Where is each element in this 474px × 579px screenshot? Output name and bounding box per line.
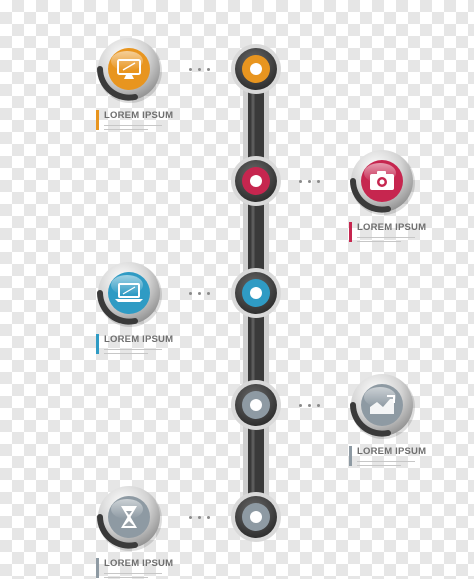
- connector-dot: [299, 404, 302, 407]
- dotted-connector: [189, 68, 216, 74]
- label-placeholder-lines: [104, 125, 162, 131]
- icon-badge: [350, 374, 415, 439]
- dotted-connector: [189, 516, 216, 522]
- label-text: LOREM IPSUM: [357, 222, 427, 233]
- item-label: LOREM IPSUM: [96, 558, 174, 579]
- monitor-icon: [117, 59, 141, 79]
- hourglass-icon: [121, 506, 137, 528]
- chart-icon: [370, 395, 395, 414]
- badge-shadow-arc: [350, 178, 391, 213]
- badge-shadow-arc: [97, 514, 138, 549]
- connector-dot: [207, 292, 210, 295]
- connector-dot: [198, 292, 201, 295]
- label-text: LOREM IPSUM: [104, 334, 174, 345]
- camera-icon: [370, 171, 394, 190]
- node-center-dot: [250, 399, 262, 411]
- connector-dot: [207, 516, 210, 519]
- connector-dot: [317, 404, 320, 407]
- timeline-node: [231, 492, 281, 542]
- icon-badge: [97, 486, 162, 551]
- dotted-connector: [189, 292, 216, 298]
- node-center-dot: [250, 175, 262, 187]
- connector-dot: [317, 180, 320, 183]
- connector-dot: [189, 292, 192, 295]
- timeline-node: [231, 156, 281, 206]
- connector-dot: [299, 180, 302, 183]
- connector-dot: [207, 68, 210, 71]
- item-label: LOREM IPSUM: [96, 110, 174, 131]
- item-label: LOREM IPSUM: [349, 446, 427, 467]
- label-placeholder-lines: [104, 573, 162, 579]
- label-accent-bar: [96, 110, 99, 130]
- connector-dot: [308, 404, 311, 407]
- label-placeholder-lines: [357, 237, 415, 243]
- item-label: LOREM IPSUM: [349, 222, 427, 243]
- badge-shadow-arc: [97, 66, 138, 101]
- icon-badge: [350, 150, 415, 215]
- label-placeholder-lines: [357, 461, 415, 467]
- connector-dot: [198, 68, 201, 71]
- label-text: LOREM IPSUM: [104, 558, 174, 569]
- dotted-connector: [299, 180, 326, 186]
- icon-badge: [97, 38, 162, 103]
- badge-shadow-arc: [350, 402, 391, 437]
- connector-dot: [189, 68, 192, 71]
- connector-dot: [198, 516, 201, 519]
- label-accent-bar: [96, 558, 99, 578]
- timeline-node: [231, 268, 281, 318]
- label-text: LOREM IPSUM: [357, 446, 427, 457]
- label-text: LOREM IPSUM: [104, 110, 174, 121]
- timeline-node: [231, 380, 281, 430]
- label-accent-bar: [349, 222, 352, 242]
- label-placeholder-lines: [104, 349, 162, 355]
- node-center-dot: [250, 511, 262, 523]
- dotted-connector: [299, 404, 326, 410]
- node-center-dot: [250, 63, 262, 75]
- label-accent-bar: [96, 334, 99, 354]
- item-label: LOREM IPSUM: [96, 334, 174, 355]
- node-center-dot: [250, 287, 262, 299]
- timeline-node: [231, 44, 281, 94]
- laptop-icon: [115, 283, 143, 302]
- badge-shadow-arc: [97, 290, 138, 325]
- icon-badge: [97, 262, 162, 327]
- label-accent-bar: [349, 446, 352, 466]
- connector-dot: [308, 180, 311, 183]
- connector-dot: [189, 516, 192, 519]
